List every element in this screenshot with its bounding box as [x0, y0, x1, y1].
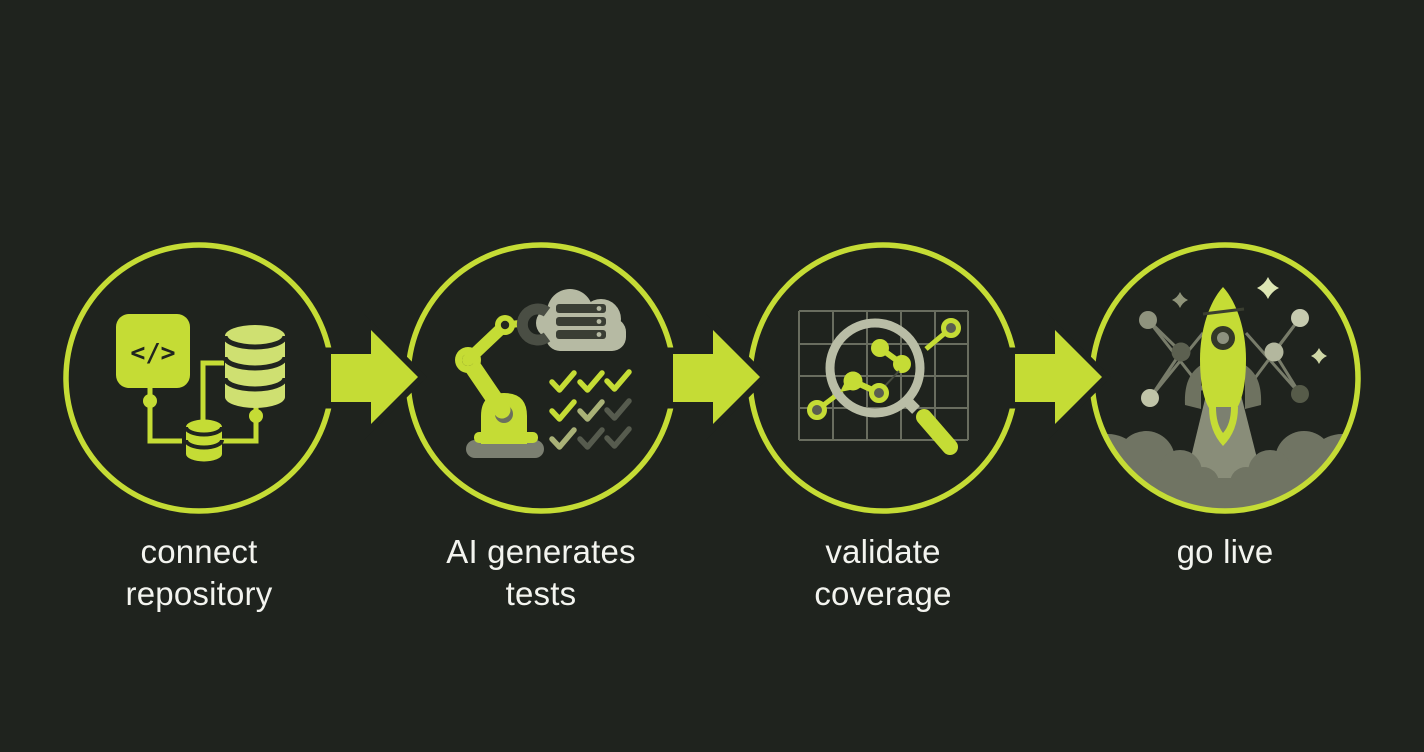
- database-icon-large: [222, 325, 288, 408]
- step-3-label-line1: validate: [825, 533, 941, 570]
- sparkle-stars: [1172, 277, 1327, 364]
- step-1-connect-repository-icon: </>: [116, 314, 288, 462]
- step-1-label-line1: connect: [140, 533, 258, 570]
- step-1-label-line2: repository: [125, 575, 273, 612]
- step-3-label: validate coverage: [712, 531, 1054, 615]
- step-2-label-line2: tests: [505, 575, 577, 612]
- data-point-ring: [941, 318, 961, 338]
- gripper-claw: [516, 303, 551, 346]
- step-2-ring: [405, 242, 677, 514]
- database-icon-small: [184, 419, 224, 462]
- data-points: [840, 339, 911, 403]
- code-glyph: </>: [130, 338, 175, 367]
- step-2-label-line1: AI generates: [446, 533, 636, 570]
- magnifier-lens: [825, 318, 925, 418]
- cloud-server-icon: [536, 289, 626, 351]
- step-1-ring: [63, 242, 335, 514]
- code-badge: [116, 314, 190, 388]
- step-3-ring: [747, 242, 1019, 514]
- magnifier-handle: [916, 409, 958, 455]
- step-4-go-live-icon: [1094, 277, 1356, 509]
- step-1-label: connect repository: [28, 531, 370, 615]
- step-2-ai-generates-tests-icon: [455, 289, 632, 458]
- arrow-2-icon: [666, 314, 770, 440]
- data-point-ring: [807, 400, 827, 420]
- magnifier-neck: [901, 395, 920, 414]
- rocket-icon: [1184, 287, 1262, 446]
- node-dot: [249, 409, 263, 423]
- arrow-1-icon: [324, 314, 428, 440]
- step-3-label-line2: coverage: [814, 575, 952, 612]
- step-4-label: go live: [1054, 531, 1396, 573]
- node-dot: [143, 394, 157, 408]
- step-4-label-line1: go live: [1176, 533, 1274, 570]
- arrow-3-icon: [1008, 314, 1112, 440]
- step-3-validate-coverage-icon: [798, 310, 969, 455]
- checklist-icon: [549, 369, 632, 450]
- step-2-label: AI generates tests: [370, 531, 712, 615]
- robot-arm-icon: [455, 303, 551, 458]
